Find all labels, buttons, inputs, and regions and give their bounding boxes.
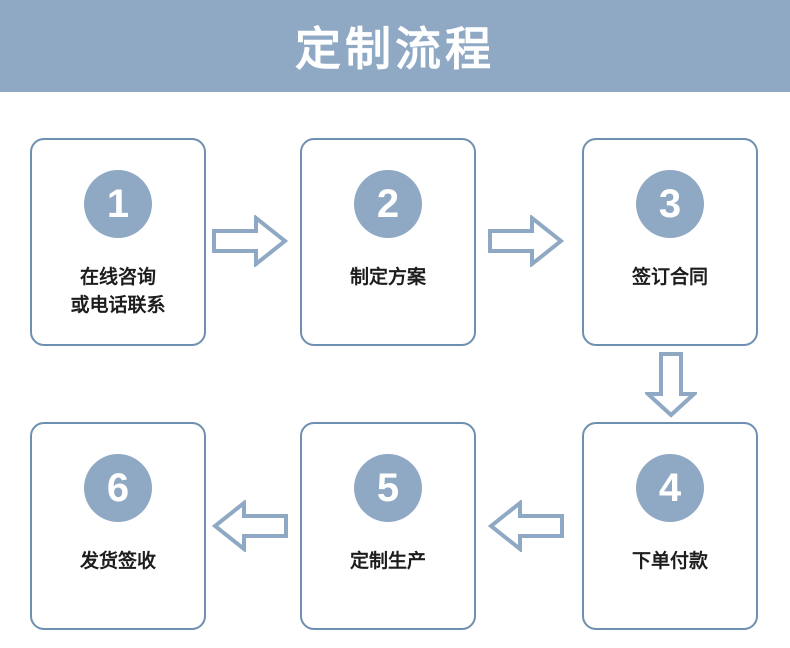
step-label-6: 发货签收 xyxy=(79,551,156,572)
arrow-down-icon-step3-step4 xyxy=(642,352,700,423)
arrow-right-icon-step1-step2 xyxy=(212,213,289,272)
page-title: 定制流程 xyxy=(295,23,495,75)
step-card-1[interactable]: 1 在线咨询 或电话联系 xyxy=(30,138,206,346)
step-label-1: 在线咨询 或电话联系 xyxy=(70,267,166,316)
step-label-5: 定制生产 xyxy=(349,551,426,572)
step-card-6[interactable]: 6 发货签收 xyxy=(30,422,206,630)
arrow-left-icon-step5-step6 xyxy=(211,498,288,557)
arrow-right-icon-step2-step3 xyxy=(488,213,565,272)
step-card-4[interactable]: 4 下单付款 xyxy=(582,422,758,630)
step-card-5[interactable]: 5 定制生产 xyxy=(300,422,476,630)
step-number-badge-1: 1 xyxy=(84,170,152,238)
step-number-badge-4: 4 xyxy=(636,454,704,522)
step-number-badge-6: 6 xyxy=(84,454,152,522)
arrow-left-icon-step4-step5 xyxy=(487,498,564,557)
step-card-3[interactable]: 3 签订合同 xyxy=(582,138,758,346)
step-label-3: 签订合同 xyxy=(631,267,708,288)
step-number-badge-3: 3 xyxy=(636,170,704,238)
step-card-2[interactable]: 2 制定方案 xyxy=(300,138,476,346)
step-label-2: 制定方案 xyxy=(349,267,426,288)
step-number-badge-2: 2 xyxy=(354,170,422,238)
step-label-4: 下单付款 xyxy=(631,551,708,572)
header-banner: 定制流程 xyxy=(0,0,790,92)
step-number-badge-5: 5 xyxy=(354,454,422,522)
